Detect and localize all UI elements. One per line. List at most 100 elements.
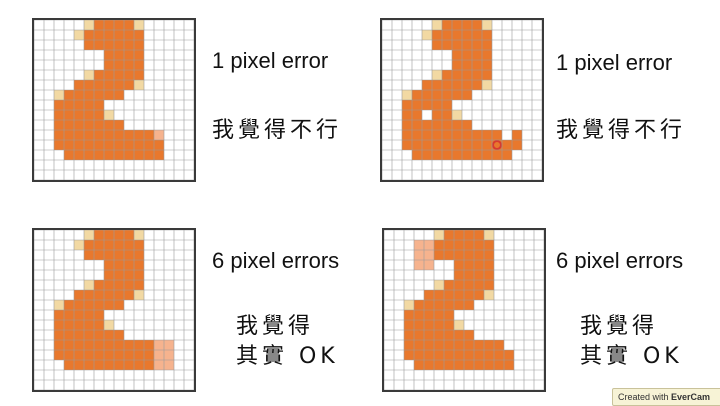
error-pixel — [414, 260, 424, 270]
error-pixel — [154, 350, 164, 360]
digit-pixel — [154, 150, 164, 160]
digit-pixel — [114, 130, 124, 140]
digit-pixel — [412, 110, 422, 120]
digit-pixel — [444, 330, 454, 340]
digit-pixel — [464, 300, 474, 310]
error-pixel — [424, 250, 434, 260]
digit-pixel — [404, 300, 414, 310]
digit-pixel — [424, 320, 434, 330]
digit-pixel — [94, 150, 104, 160]
digit-pixel — [462, 60, 472, 70]
pixel-grid-2 — [380, 18, 544, 182]
digit-pixel — [442, 20, 452, 30]
digit-pixel — [474, 360, 484, 370]
digit-pixel — [94, 230, 104, 240]
digit-pixel — [54, 340, 64, 350]
digit-pixel — [94, 240, 104, 250]
cursor-marker-icon — [492, 140, 502, 150]
digit-pixel — [94, 300, 104, 310]
digit-pixel — [114, 340, 124, 350]
digit-pixel — [482, 80, 492, 90]
digit-pixel — [74, 320, 84, 330]
digit-pixel — [462, 40, 472, 50]
digit-pixel — [124, 30, 134, 40]
digit-pixel — [434, 250, 444, 260]
digit-pixel — [134, 80, 144, 90]
digit-pixel — [444, 230, 454, 240]
digit-pixel — [454, 230, 464, 240]
digit-pixel — [104, 90, 114, 100]
digit-pixel — [402, 110, 412, 120]
digit-pixel — [64, 330, 74, 340]
note-4-line1: 我覺得 — [580, 314, 659, 339]
digit-pixel — [74, 30, 84, 40]
digit-pixel — [432, 40, 442, 50]
digit-pixel — [94, 130, 104, 140]
digit-pixel — [134, 270, 144, 280]
digit-pixel — [474, 270, 484, 280]
digit-pixel — [114, 80, 124, 90]
digit-pixel — [94, 80, 104, 90]
digit-pixel — [452, 120, 462, 130]
digit-pixel — [114, 290, 124, 300]
digit-pixel — [134, 50, 144, 60]
digit-pixel — [454, 280, 464, 290]
digit-pixel — [424, 330, 434, 340]
digit-pixel — [444, 350, 454, 360]
digit-pixel — [484, 230, 494, 240]
digit-pixel — [94, 70, 104, 80]
digit-pixel — [74, 120, 84, 130]
digit-pixel — [462, 150, 472, 160]
digit-pixel — [114, 40, 124, 50]
note-2: 我覺得不行 — [556, 118, 687, 143]
digit-pixel — [104, 330, 114, 340]
digit-pixel — [54, 300, 64, 310]
digit-pixel — [422, 90, 432, 100]
digit-pixel — [442, 70, 452, 80]
digit-pixel — [114, 70, 124, 80]
digit-pixel — [414, 330, 424, 340]
digit-pixel — [114, 50, 124, 60]
digit-pixel — [134, 140, 144, 150]
digit-pixel — [144, 150, 154, 160]
digit-pixel — [144, 340, 154, 350]
digit-pixel — [512, 130, 522, 140]
digit-pixel — [454, 290, 464, 300]
digit-pixel — [412, 100, 422, 110]
digit-pixel — [484, 340, 494, 350]
digit-pixel — [134, 60, 144, 70]
error-pixel — [154, 340, 164, 350]
digit-pixel — [114, 150, 124, 160]
digit-pixel — [464, 230, 474, 240]
digit-pixel — [452, 50, 462, 60]
digit-pixel — [472, 50, 482, 60]
digit-pixel — [472, 70, 482, 80]
digit-pixel — [64, 100, 74, 110]
digit-pixel — [442, 120, 452, 130]
digit-pixel — [114, 360, 124, 370]
digit-pixel — [462, 70, 472, 80]
digit-pixel — [94, 250, 104, 260]
digit-pixel — [464, 250, 474, 260]
digit-pixel — [432, 140, 442, 150]
digit-pixel — [414, 340, 424, 350]
digit-pixel — [434, 350, 444, 360]
digit-pixel — [134, 250, 144, 260]
digit-pixel — [494, 350, 504, 360]
digit-pixel — [434, 310, 444, 320]
digit-pixel — [484, 280, 494, 290]
digit-pixel — [502, 150, 512, 160]
digit-pixel — [462, 20, 472, 30]
digit-pixel — [464, 330, 474, 340]
digit-pixel — [452, 110, 462, 120]
digit-pixel — [104, 60, 114, 70]
digit-pixel — [462, 50, 472, 60]
digit-pixel — [124, 340, 134, 350]
digit-pixel — [424, 290, 434, 300]
digit-pixel — [104, 120, 114, 130]
digit-pixel — [114, 30, 124, 40]
digit-pixel — [452, 150, 462, 160]
digit-pixel — [124, 230, 134, 240]
digit-pixel — [104, 130, 114, 140]
digit-pixel — [124, 290, 134, 300]
